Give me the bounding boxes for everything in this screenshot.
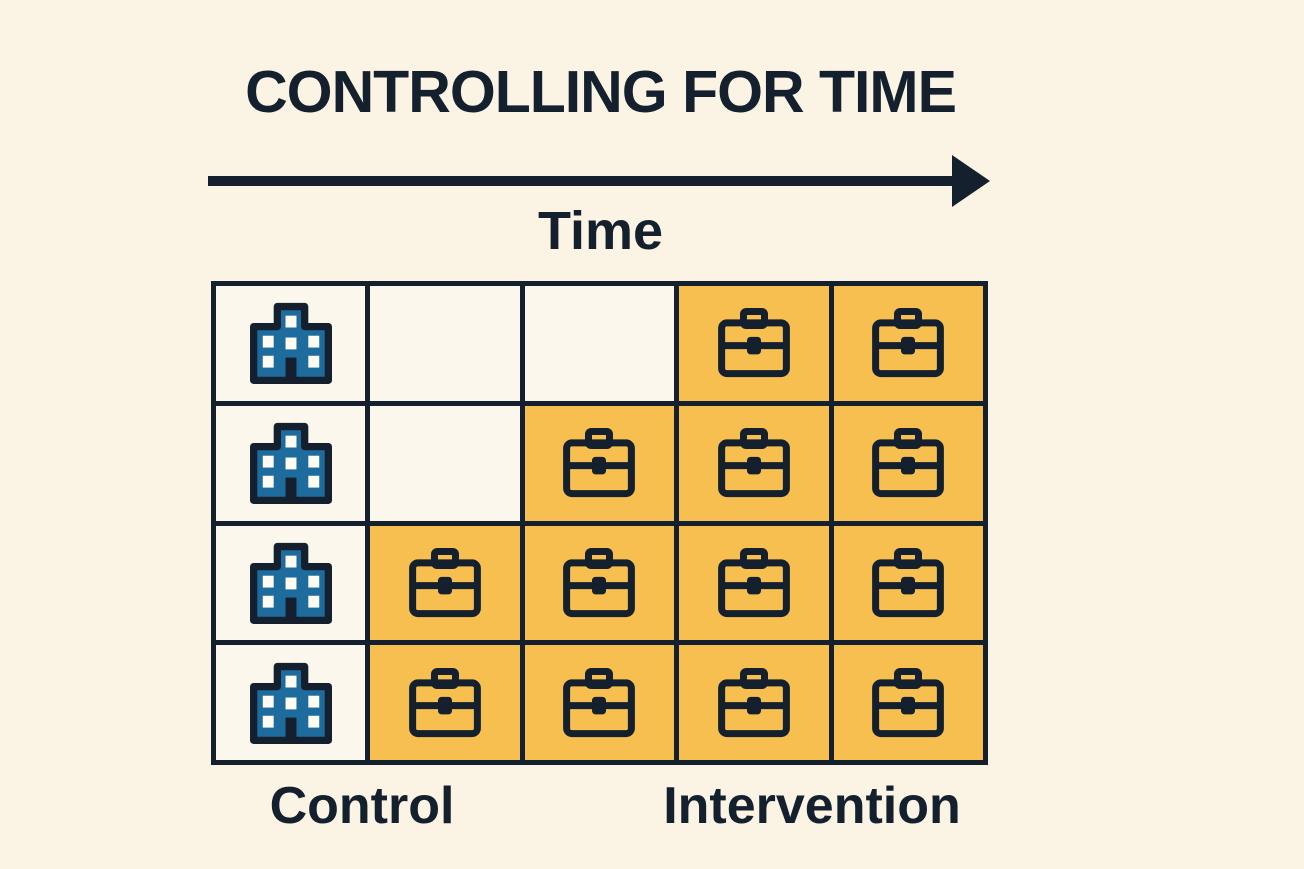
briefcase-icon [563, 667, 636, 737]
grid-cell-r2-c1 [216, 405, 366, 521]
briefcase-icon [409, 667, 481, 737]
briefcase-icon [872, 547, 945, 617]
grid-cell-r1-c4 [679, 286, 829, 401]
grid-cell-r2-c3 [524, 405, 675, 521]
grid-cell-r4-c2 [370, 645, 520, 760]
grid-cell-r3-c3 [524, 525, 675, 641]
briefcase-icon [872, 428, 945, 498]
briefcase-icon [718, 308, 790, 378]
time-arrow [208, 155, 990, 207]
briefcase-icon [718, 667, 790, 737]
briefcase-icon [718, 547, 790, 617]
grid-cell-r2-c2 [370, 405, 520, 521]
grid-cell-r4-c1 [216, 645, 366, 760]
grid-cell-r2-c4 [679, 405, 829, 521]
grid-cell-r3-c1 [216, 525, 366, 641]
grid-cell-r4-c5 [833, 645, 983, 760]
page-title: CONTROLLING FOR TIME [245, 59, 957, 125]
briefcase-icon [872, 308, 945, 378]
intervention-group-label: Intervention [663, 777, 961, 835]
briefcase-icon [718, 428, 790, 498]
grid-cell-r4-c4 [679, 645, 829, 760]
building-icon [249, 303, 332, 385]
briefcase-icon [563, 547, 636, 617]
grid-cell-r3-c4 [679, 525, 829, 641]
grid-cell-r1-c5 [833, 286, 983, 401]
briefcase-icon [872, 667, 945, 737]
briefcase-icon [409, 547, 481, 617]
briefcase-icon [563, 428, 636, 498]
time-axis-label: Time [537, 201, 664, 261]
grid-cell-r4-c3 [524, 645, 675, 760]
building-icon [249, 662, 332, 744]
grid-cell-r1-c3 [524, 286, 675, 401]
grid-cell-r1-c1 [216, 286, 366, 401]
grid [211, 281, 988, 765]
building-icon [249, 542, 332, 624]
grid-cell-r2-c5 [833, 405, 983, 521]
grid-cell-r1-c2 [370, 286, 520, 401]
grid-cell-r3-c5 [833, 525, 983, 641]
grid-cell-r3-c2 [370, 525, 520, 641]
building-icon [249, 423, 332, 505]
control-group-label: Control [269, 777, 455, 835]
